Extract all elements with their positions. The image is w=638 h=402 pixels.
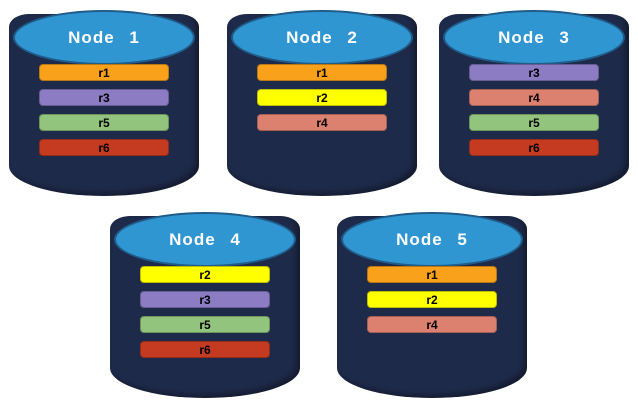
replica-bar-r2: r2 [140,266,270,283]
replica-bar-r3: r3 [39,89,169,106]
replica-bar-r6: r6 [140,341,270,358]
replica-bar-r3: r3 [140,291,270,308]
replica-label: r4 [426,317,438,332]
node-1-replica-list: r1 r3 r5 r6 [9,64,199,156]
replica-bar-r5: r5 [469,114,599,131]
node-3-title: Node 3 [498,27,570,47]
replica-bar-r2: r2 [257,89,387,106]
node-1-title: Node 1 [68,27,140,47]
node-5-cylinder: Node 5 r1 r2 r4 [337,209,527,398]
replica-label: r5 [199,317,211,332]
replica-bar-r4: r4 [367,316,497,333]
replica-label: r2 [316,90,328,105]
replica-label: r1 [426,267,438,282]
replica-label: r1 [98,65,110,80]
replica-bar-r4: r4 [257,114,387,131]
replica-label: r4 [528,90,540,105]
node-4-cylinder: Node 4 r2 r3 r5 r6 [110,209,300,398]
node-4-title: Node 4 [169,229,241,249]
node-3-replica-list: r3 r4 r5 r6 [439,64,629,156]
replica-bar-r5: r5 [140,316,270,333]
replica-label: r3 [98,90,110,105]
replica-label: r5 [98,115,110,130]
replica-label: r3 [199,292,211,307]
node-1-cylinder: Node 1 r1 r3 r5 r6 [9,7,199,196]
replica-label: r6 [199,342,211,357]
node-3-cylinder-top: Node 3 [443,10,625,65]
replica-label: r2 [199,267,211,282]
replica-label: r3 [528,65,540,80]
replica-bar-r1: r1 [367,266,497,283]
node-2-replica-list: r1 r2 r4 [227,64,417,131]
replica-bar-r1: r1 [39,64,169,81]
node-5-replica-list: r1 r2 r4 [337,266,527,333]
node-2-cylinder-top: Node 2 [231,10,413,65]
replica-label: r6 [528,140,540,155]
node-2-cylinder: Node 2 r1 r2 r4 [227,7,417,196]
replica-bar-r6: r6 [39,139,169,156]
node-5-title: Node 5 [396,229,468,249]
node-1-cylinder-top: Node 1 [13,10,195,65]
replica-bar-r6: r6 [469,139,599,156]
node-3-cylinder: Node 3 r3 r4 r5 r6 [439,7,629,196]
node-5-cylinder-top: Node 5 [341,212,523,267]
replica-bar-r2: r2 [367,291,497,308]
replica-label: r6 [98,140,110,155]
replica-bar-r1: r1 [257,64,387,81]
replica-label: r4 [316,115,328,130]
node-4-replica-list: r2 r3 r5 r6 [110,266,300,358]
replica-label: r5 [528,115,540,130]
replica-bar-r4: r4 [469,89,599,106]
node-4-cylinder-top: Node 4 [114,212,296,267]
replica-label: r1 [316,65,328,80]
replica-bar-r5: r5 [39,114,169,131]
replica-bar-r3: r3 [469,64,599,81]
node-2-title: Node 2 [286,27,358,47]
replica-label: r2 [426,292,438,307]
